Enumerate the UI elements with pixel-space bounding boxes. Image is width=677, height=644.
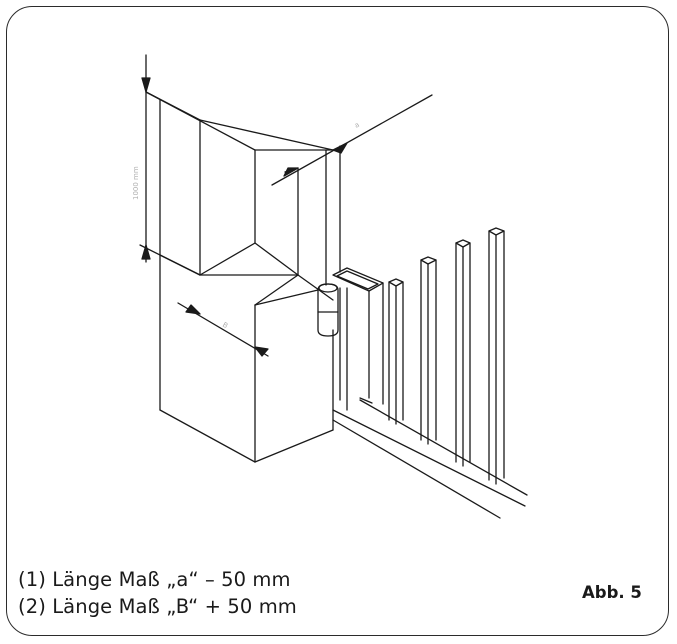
dimension-label-a: a (353, 121, 361, 130)
pillar-lower-block (159, 242, 334, 463)
caption-block: (1) Länge Maß „a“ – 50 mm (2) Länge Maß … (18, 566, 297, 620)
gate-picket-2 (420, 256, 437, 445)
dimension-a (271, 94, 433, 186)
gate-post (317, 145, 341, 337)
figure-frame (6, 6, 669, 636)
vertical-dimension (139, 54, 201, 276)
pillar-upper (145, 91, 334, 276)
gate-picket-3 (455, 239, 471, 467)
gate-picket-1 (388, 278, 404, 425)
gate-picket-4 (488, 227, 505, 485)
dimension-label-vertical: 1000 mm (132, 166, 140, 200)
caption-line-1: (1) Länge Maß „a“ – 50 mm (18, 568, 291, 591)
gate-bottom-rail (332, 397, 528, 519)
caption-line-2: (2) Länge Maß „B“ + 50 mm (18, 595, 297, 618)
figure-label: Abb. 5 (582, 583, 642, 602)
dimension-b (177, 302, 269, 357)
gate-top-rail (332, 267, 384, 411)
dimension-label-b: B (221, 321, 229, 330)
